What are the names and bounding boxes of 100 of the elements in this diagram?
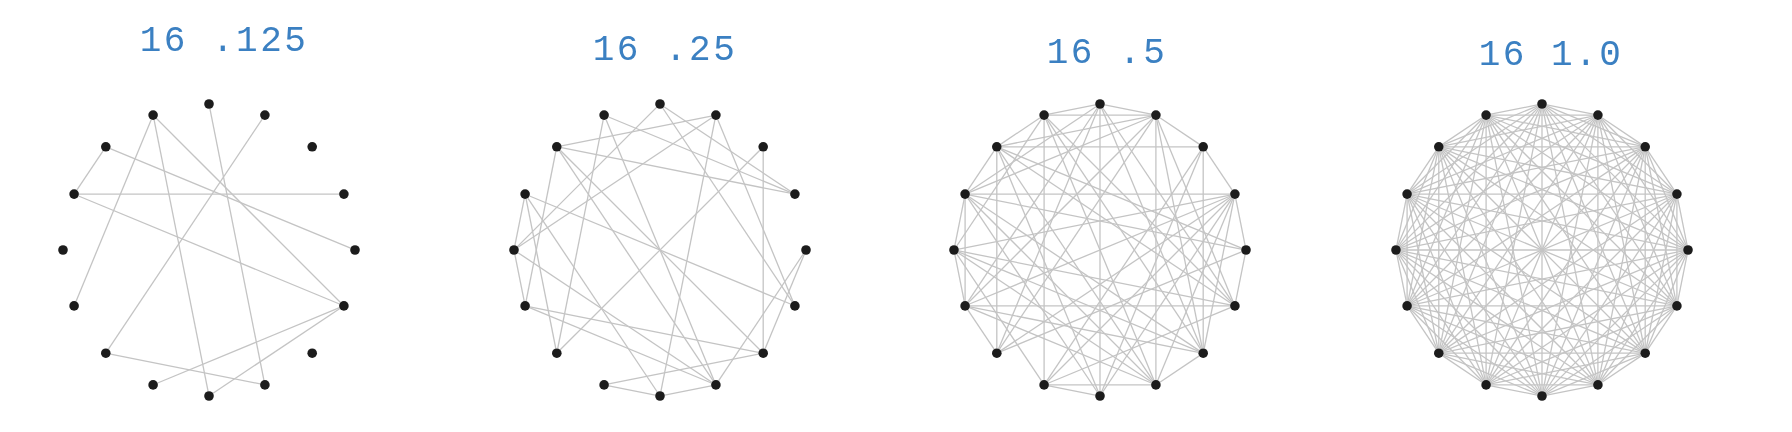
edge-line: [1398, 118, 1485, 247]
node-dot: [509, 245, 519, 255]
edge-line: [76, 150, 104, 191]
edge-line: [607, 116, 792, 193]
edge-line: [1410, 106, 1539, 193]
edge-line: [1544, 107, 1675, 303]
edge-line: [1442, 147, 1673, 194]
node-dot: [58, 245, 68, 255]
node-dot: [790, 189, 800, 199]
edge-line: [956, 253, 1043, 382]
edge-line: [527, 197, 658, 393]
node-dot: [148, 110, 158, 120]
edge-line: [558, 150, 714, 382]
node-dot: [711, 110, 721, 120]
node-dot: [1402, 301, 1412, 311]
node-dot: [655, 99, 665, 109]
edge-line: [1442, 105, 1539, 146]
edge-line: [109, 353, 261, 385]
edge-line: [525, 150, 557, 302]
edge-line: [1490, 115, 1642, 147]
edge-line: [998, 118, 1154, 350]
edge-line: [1399, 251, 1642, 353]
node-dot: [1039, 110, 1049, 120]
edge-line: [1410, 307, 1595, 384]
edge-line: [517, 252, 713, 383]
node-dot: [1230, 189, 1240, 199]
edge-line: [1205, 150, 1233, 191]
edge-line: [1442, 117, 1483, 145]
edge-line: [107, 118, 263, 350]
edge-line: [1202, 150, 1204, 350]
edge-line: [78, 193, 340, 195]
edge-line: [1442, 355, 1483, 383]
edge-line: [1156, 119, 1203, 350]
edge-line: [1399, 252, 1595, 383]
edge-line: [1398, 252, 1540, 394]
node-dot: [260, 380, 270, 390]
edge-line: [1000, 147, 1243, 249]
edge-line: [1442, 115, 1594, 147]
crossing-edge-lines: [1441, 149, 1643, 351]
node-dot: [1434, 142, 1444, 152]
edge-line: [1544, 252, 1686, 394]
node-dot: [1241, 245, 1251, 255]
node-dot: [1095, 391, 1105, 401]
edge-line: [1411, 147, 1642, 194]
edge-line: [969, 306, 1200, 353]
edge-line: [762, 150, 764, 350]
edge-line: [967, 150, 995, 191]
edge-line: [663, 106, 792, 193]
edge-line: [969, 193, 1231, 195]
edge-line: [1409, 107, 1540, 303]
node-dot: [1434, 348, 1444, 358]
node-dot: [350, 245, 360, 255]
edge-line: [1000, 196, 1232, 352]
edge-line: [967, 107, 1098, 303]
node-dot: [599, 110, 609, 120]
edge-line: [1598, 150, 1645, 381]
edge-line: [516, 106, 658, 248]
edge-line: [1647, 150, 1675, 191]
edge-line: [1102, 107, 1233, 303]
edge-line: [1489, 252, 1685, 383]
edge-line: [1104, 104, 1152, 115]
node-dot: [1593, 380, 1603, 390]
edge-line: [998, 150, 1154, 382]
edge-line: [1599, 253, 1686, 382]
edge-line: [1543, 107, 1645, 350]
edge-line: [967, 117, 1154, 304]
edge-line: [1488, 150, 1644, 382]
edge-line: [968, 116, 1153, 193]
edge-line: [764, 253, 805, 350]
node-dot: [758, 142, 768, 152]
edge-line: [1399, 147, 1642, 249]
edge-line: [209, 108, 265, 381]
edge-line: [1407, 150, 1439, 302]
edge-line: [1000, 251, 1243, 353]
edge-line: [1048, 114, 1152, 116]
node-dot: [1039, 380, 1049, 390]
edge-line: [517, 117, 713, 248]
node-dot: [790, 301, 800, 311]
node-dot: [1537, 391, 1547, 401]
edge-line: [1647, 309, 1675, 350]
edge-line: [109, 147, 352, 249]
edge-line: [967, 196, 1154, 383]
edge-line: [1397, 150, 1438, 247]
edge-line: [664, 385, 712, 396]
edge-line: [968, 195, 1232, 305]
edge-line: [1439, 107, 1541, 350]
node-dot: [552, 348, 562, 358]
node-dot: [1402, 189, 1412, 199]
node-dot: [1672, 189, 1682, 199]
edge-line: [1490, 104, 1538, 115]
edge-line: [1159, 355, 1200, 383]
edge-line: [153, 119, 209, 392]
edge-line: [1544, 197, 1675, 393]
edge-line: [1101, 107, 1203, 350]
crossing-edge-lines: [559, 149, 761, 351]
edge-line: [1000, 115, 1152, 147]
edge-line: [75, 118, 152, 303]
edge-line: [1398, 253, 1485, 382]
node-dot: [339, 189, 349, 199]
node-dot: [1593, 110, 1603, 120]
